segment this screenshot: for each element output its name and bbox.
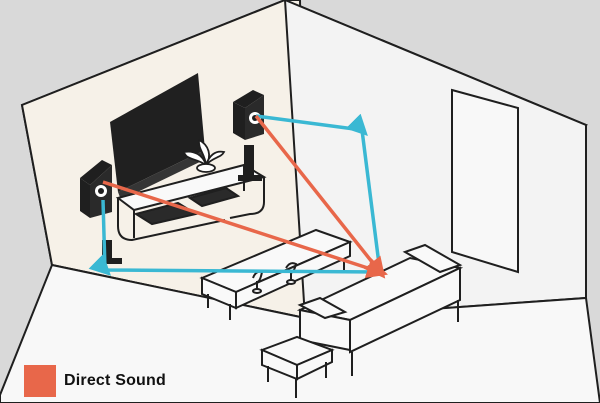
direct-sound-paths <box>102 114 388 279</box>
direct-path-left <box>102 180 388 279</box>
legend-label: Direct Sound <box>64 372 166 389</box>
tv <box>110 73 208 200</box>
reflected-path-right <box>255 113 382 273</box>
side-table <box>259 335 335 398</box>
legend: Direct Sound <box>24 365 166 397</box>
direct-path-right <box>254 114 386 279</box>
direct-sound-swatch <box>24 365 56 397</box>
reflected-sound-paths <box>88 113 382 276</box>
doorway <box>451 88 519 274</box>
coffee-table <box>199 228 353 320</box>
listening-position <box>376 268 384 276</box>
plant <box>182 138 226 173</box>
reflected-path-left <box>88 199 381 276</box>
right-speaker <box>233 90 264 181</box>
